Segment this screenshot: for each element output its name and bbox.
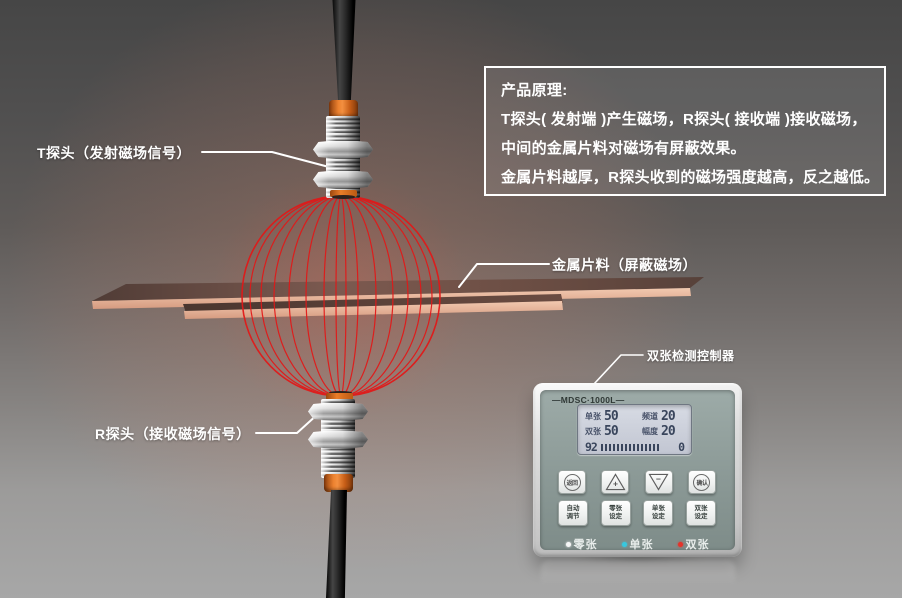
- back-button[interactable]: 返回: [558, 470, 586, 494]
- auto-adjust-button[interactable]: 自动 调节: [558, 500, 588, 526]
- back-circle-icon: 返回: [563, 473, 581, 491]
- r-probe-tip: [326, 393, 353, 400]
- t-probe-nut-1: [313, 141, 373, 158]
- indicator-zero: 零张: [565, 536, 598, 552]
- status-indicators: 零张 单张 双张: [540, 536, 735, 552]
- single-set-label-line2: 设定: [651, 513, 665, 520]
- triangle-up-icon: +: [605, 473, 626, 491]
- principle-line: 中间的金属片料对磁场有屏蔽效果。: [501, 140, 746, 157]
- t-probe-leader-line: [201, 151, 330, 168]
- single-led-icon: [621, 541, 627, 547]
- t-probe-tip: [330, 190, 357, 197]
- double-set-label-line1: 双张: [694, 504, 708, 512]
- lcd-double-value: 50: [604, 424, 619, 439]
- controller-label: 双张检测控制器: [647, 349, 735, 363]
- zero-set-label-line1: 零张: [609, 504, 623, 512]
- confirm-circle-icon: 确认: [693, 473, 711, 491]
- svg-text:−: −: [656, 474, 661, 484]
- field-glow: [211, 171, 471, 421]
- lcd-channel-label: 频道: [642, 412, 658, 421]
- t-probe-tip-cap: [332, 195, 355, 199]
- principle-line: 金属片料越厚，R探头收到的磁场强度越高，反之越低。: [501, 169, 880, 186]
- metal-sheet-leader-line: [458, 263, 550, 288]
- lcd-meter-bars: [600, 443, 674, 451]
- lcd-channel-value: 20: [661, 409, 676, 424]
- metal-sheet-front: [183, 294, 563, 319]
- t-probe-label: T探头（发射磁场信号）: [37, 145, 192, 161]
- lcd-display: 单张 50 频道 20 双张 50 幅度 20: [577, 404, 692, 455]
- controller-device: —MDSC·1000L— 单张 50 频道 20 双张 50: [533, 383, 742, 557]
- auto-adjust-label-line2: 调节: [566, 513, 580, 520]
- triangle-down-icon: −: [648, 473, 669, 491]
- r-probe-nut-1: [308, 403, 368, 420]
- lcd-single-value: 50: [604, 409, 619, 424]
- auto-adjust-label-line1: 自动: [566, 504, 580, 512]
- lcd-channel-field: 频道 20: [642, 409, 684, 424]
- lcd-level-meter: 92 0: [585, 440, 685, 454]
- indicator-single-label: 单张: [629, 539, 654, 551]
- double-set-button[interactable]: 双张 设定: [685, 500, 716, 526]
- lcd-double-label: 双张: [585, 427, 601, 436]
- single-set-label-line1: 单张: [651, 504, 665, 512]
- r-probe-cable: [326, 490, 347, 598]
- metal-sheet-label: 金属片料（屏蔽磁场）: [552, 257, 697, 273]
- t-probe-connector: [329, 100, 358, 118]
- principle-title: 产品原理:: [501, 82, 568, 99]
- indicator-zero-label: 零张: [573, 539, 598, 551]
- lcd-single-label: 单张: [585, 412, 601, 421]
- lcd-double-field: 双张 50: [585, 424, 642, 439]
- zero-set-button[interactable]: 零张 设定: [600, 500, 631, 526]
- r-probe-nut-2: [308, 431, 368, 448]
- indicator-double: 双张: [677, 536, 710, 552]
- lcd-amplitude-value: 20: [661, 424, 676, 439]
- lcd-meter-left-value: 92: [585, 440, 598, 454]
- indicator-double-label: 双张: [685, 539, 710, 551]
- r-probe-label: R探头（接收磁场信号）: [95, 426, 251, 442]
- controller-reflection: [541, 560, 735, 590]
- lcd-amplitude-label: 幅度: [642, 427, 658, 436]
- model-label: —MDSC·1000L—: [552, 395, 625, 405]
- lcd-single-field: 单张 50: [585, 409, 642, 424]
- zero-led-icon: [565, 541, 571, 547]
- double-led-icon: [677, 541, 683, 547]
- decrease-button[interactable]: −: [644, 470, 673, 494]
- t-probe-nut-2: [313, 171, 373, 188]
- magnetic-field-sphere: [241, 195, 441, 397]
- double-set-label-line2: 设定: [694, 513, 708, 520]
- principle-line: T探头( 发射端 )产生磁场，R探头( 接收端 )接收磁场，: [501, 111, 867, 128]
- increase-button[interactable]: +: [601, 470, 630, 494]
- zero-set-label-line2: 设定: [609, 513, 623, 520]
- confirm-button[interactable]: 确认: [687, 470, 716, 494]
- controller-leader-line: [593, 354, 644, 385]
- r-probe-connector: [324, 474, 353, 492]
- controller-panel: —MDSC·1000L— 单张 50 频道 20 双张 50: [540, 390, 735, 552]
- lcd-amplitude-field: 幅度 20: [642, 424, 684, 439]
- single-set-button[interactable]: 单张 设定: [643, 500, 674, 526]
- metal-sheet-back: [92, 277, 704, 309]
- r-probe-leader-line: [255, 412, 320, 434]
- principle-info-box: 产品原理: T探头( 发射端 )产生磁场，R探头( 接收端 )接收磁场， 中间的…: [484, 66, 886, 196]
- lcd-meter-right-value: 0: [678, 440, 685, 454]
- svg-text:+: +: [613, 479, 618, 489]
- t-probe-cable: [332, 0, 356, 104]
- indicator-single: 单张: [621, 536, 654, 552]
